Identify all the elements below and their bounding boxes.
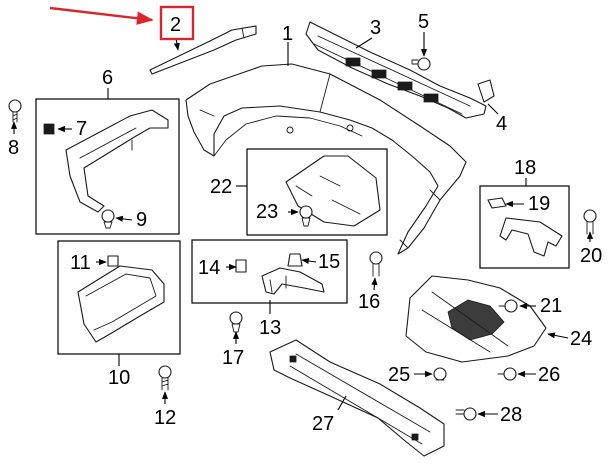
callout-3: 3 — [370, 17, 381, 39]
callout-12: 12 — [154, 407, 176, 429]
pushpin-part-23 — [299, 205, 313, 227]
bracket-part-10 — [77, 265, 165, 343]
bumper-cover-part-1 — [185, 63, 467, 255]
highlight-box — [159, 5, 195, 41]
callout-26: 26 — [538, 364, 560, 386]
clip-part-15 — [287, 253, 303, 267]
bolt-part-12 — [158, 365, 172, 391]
leader-lines — [10, 32, 594, 418]
callout-labels: 1 2 3 4 5 6 7 8 9 10 11 12 13 14 15 16 1… — [8, 11, 602, 435]
upper-support-part-3 — [305, 21, 487, 119]
pushpin-part-17 — [229, 311, 243, 333]
screw-part-21 — [498, 299, 518, 313]
clip-part-4 — [477, 79, 495, 103]
nut-part-25 — [433, 367, 447, 381]
bolt-part-28 — [455, 407, 477, 421]
callout-20: 20 — [580, 245, 602, 267]
callout-19: 19 — [528, 193, 550, 215]
bracket-part-18 — [499, 217, 563, 257]
clip-part-14 — [235, 259, 247, 273]
callout-27: 27 — [312, 413, 334, 435]
callout-28: 28 — [500, 404, 522, 426]
clip-part-7 — [43, 123, 55, 135]
bracket-part-6 — [65, 109, 169, 213]
callout-4: 4 — [496, 113, 507, 135]
callout-13: 13 — [259, 317, 281, 339]
callout-14: 14 — [198, 257, 220, 279]
callout-9: 9 — [136, 209, 147, 231]
callout-11: 11 — [70, 252, 91, 274]
pushpin-part-9 — [101, 209, 115, 229]
callout-2: 2 — [170, 14, 181, 36]
bolt-part-8 — [8, 99, 22, 123]
callout-5: 5 — [418, 11, 429, 33]
insulator-part-22 — [285, 155, 381, 227]
clip-part-19 — [487, 197, 507, 209]
callout-10: 10 — [108, 367, 130, 389]
screw-part-16 — [369, 251, 383, 277]
callout-21: 21 — [540, 295, 562, 317]
callout-17: 17 — [222, 347, 244, 369]
bolt-part-20 — [583, 209, 597, 235]
callout-16: 16 — [358, 291, 380, 313]
callout-23: 23 — [256, 201, 278, 223]
clip-part-11 — [107, 255, 119, 267]
callout-18: 18 — [514, 157, 536, 179]
callout-25: 25 — [388, 364, 410, 386]
bracket-part-13 — [261, 267, 325, 295]
lower-cover-part-24 — [405, 275, 547, 363]
callout-22: 22 — [210, 176, 232, 198]
callout-1: 1 — [282, 23, 293, 45]
callout-7: 7 — [76, 118, 87, 140]
callout-15: 15 — [318, 251, 340, 273]
trim-strip-part-2 — [149, 25, 257, 75]
screw-part-26 — [497, 367, 517, 381]
callout-24: 24 — [570, 328, 592, 350]
highlight-arrow — [49, 6, 154, 25]
impact-beam-part-27 — [269, 339, 445, 457]
callout-8: 8 — [8, 137, 19, 159]
group-box-18 — [479, 185, 570, 269]
screw-part-5 — [411, 57, 431, 71]
callout-6: 6 — [102, 67, 113, 89]
group-box-22 — [246, 148, 388, 236]
